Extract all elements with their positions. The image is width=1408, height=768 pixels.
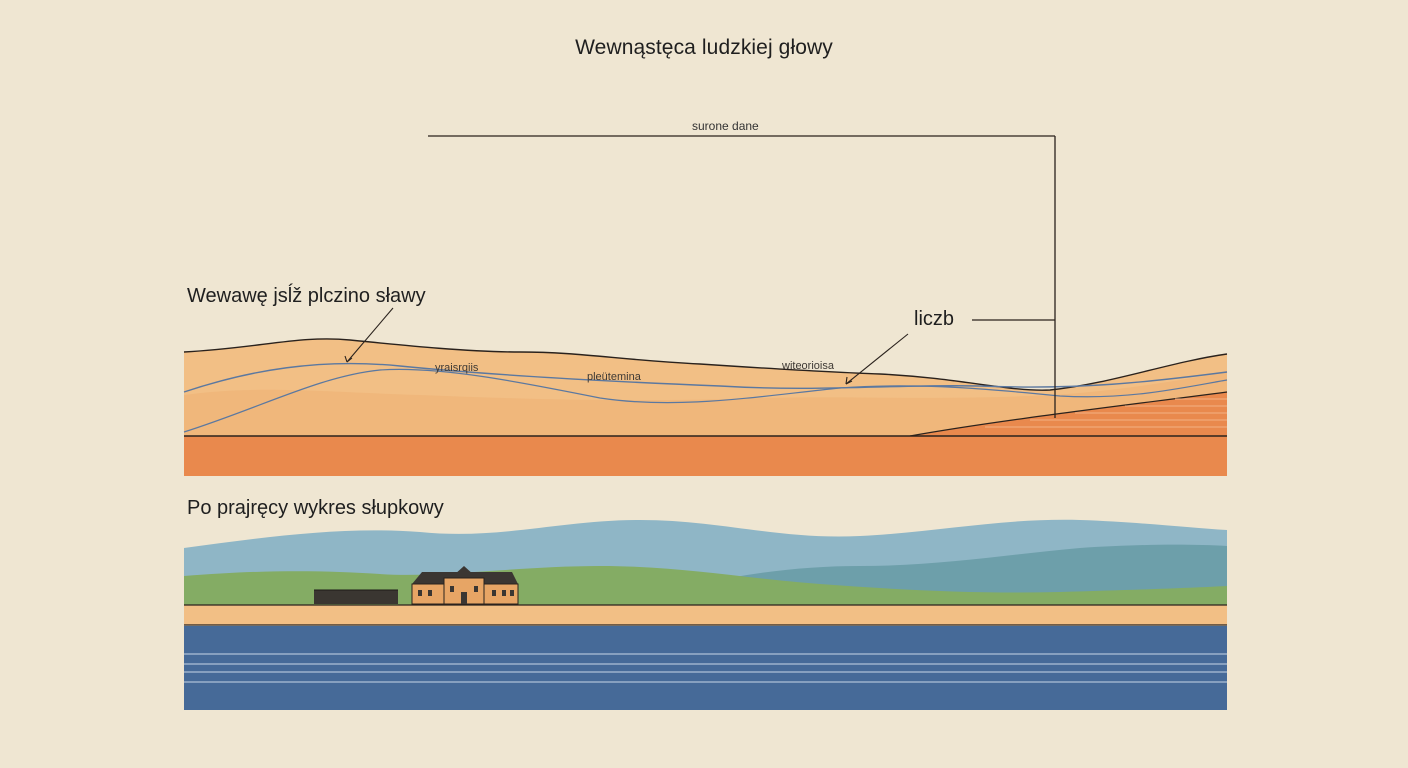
bracket [428, 135, 1056, 418]
count-label: liczb [914, 308, 955, 330]
diagram-title: Wewnąstęca ludzkiej głowy [575, 36, 833, 59]
water-band [184, 626, 1227, 710]
leader-lines [344, 307, 909, 385]
sand-outline [183, 338, 1228, 391]
upper-panel-label: Wewawę jsĺž plczino sławy [187, 285, 426, 307]
orange-band [184, 436, 1227, 476]
curve-lower [183, 368, 1228, 433]
road-band [184, 605, 1227, 625]
dark-building [314, 590, 398, 604]
farmhouse-icon [411, 566, 519, 605]
wedge-outline [909, 391, 1228, 437]
sand-shade [184, 372, 1227, 436]
upper-panel [183, 338, 1228, 476]
curve-label-2: pleütemina [587, 371, 641, 383]
stripes-wedge [910, 392, 1227, 436]
water-stripes [184, 653, 1227, 683]
curve-label-3: witeorioisa [782, 360, 834, 372]
lower-panel-label: Po prajręcy wykres słupkowy [187, 497, 444, 519]
lower-panel [184, 519, 1227, 710]
bracket-label: surone dane [692, 119, 759, 133]
curve-label-1: yraisrqiis [435, 362, 479, 374]
wedge-stripes [985, 398, 1227, 428]
curve-upper [183, 362, 1228, 393]
